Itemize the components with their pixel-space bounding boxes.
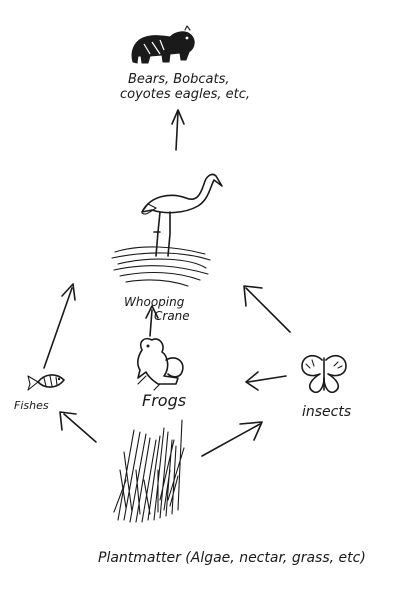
frogs-label: Frogs [142,391,187,410]
butterfly-icon [301,354,347,394]
bear-icon [131,25,195,64]
plants-label: Plantmatter (Algae, nectar, grass, etc) [98,550,366,566]
arrow-fishes-to-crane [43,283,76,369]
grass-icon [113,419,185,523]
arrow-plants-to-fishes [59,411,97,443]
fish-icon [27,374,65,391]
predators-label: Bears, Bobcats, coyotes eagles, etc, [120,72,250,103]
crane-icon [141,173,223,257]
arrow-plants-to-insects [201,421,263,457]
crane-label-line1: Whooping [124,295,185,309]
arrow-insects-to-crane [243,285,291,333]
arrow-frogs-to-crane [145,305,159,337]
predators-label-line2: coyotes eagles, etc, [120,86,250,102]
arrow-insects-to-frogs [245,371,287,391]
arrow-crane-to-predators [171,109,185,151]
frog-icon [137,337,184,391]
fishes-label: Fishes [14,399,49,412]
crane-label: Whooping Crane [124,295,190,324]
predators-label-line1: Bears, Bobcats, [128,72,230,87]
crane-label-line2: Crane [154,308,190,323]
insects-label: insects [302,404,352,420]
marsh-icon [111,246,211,287]
